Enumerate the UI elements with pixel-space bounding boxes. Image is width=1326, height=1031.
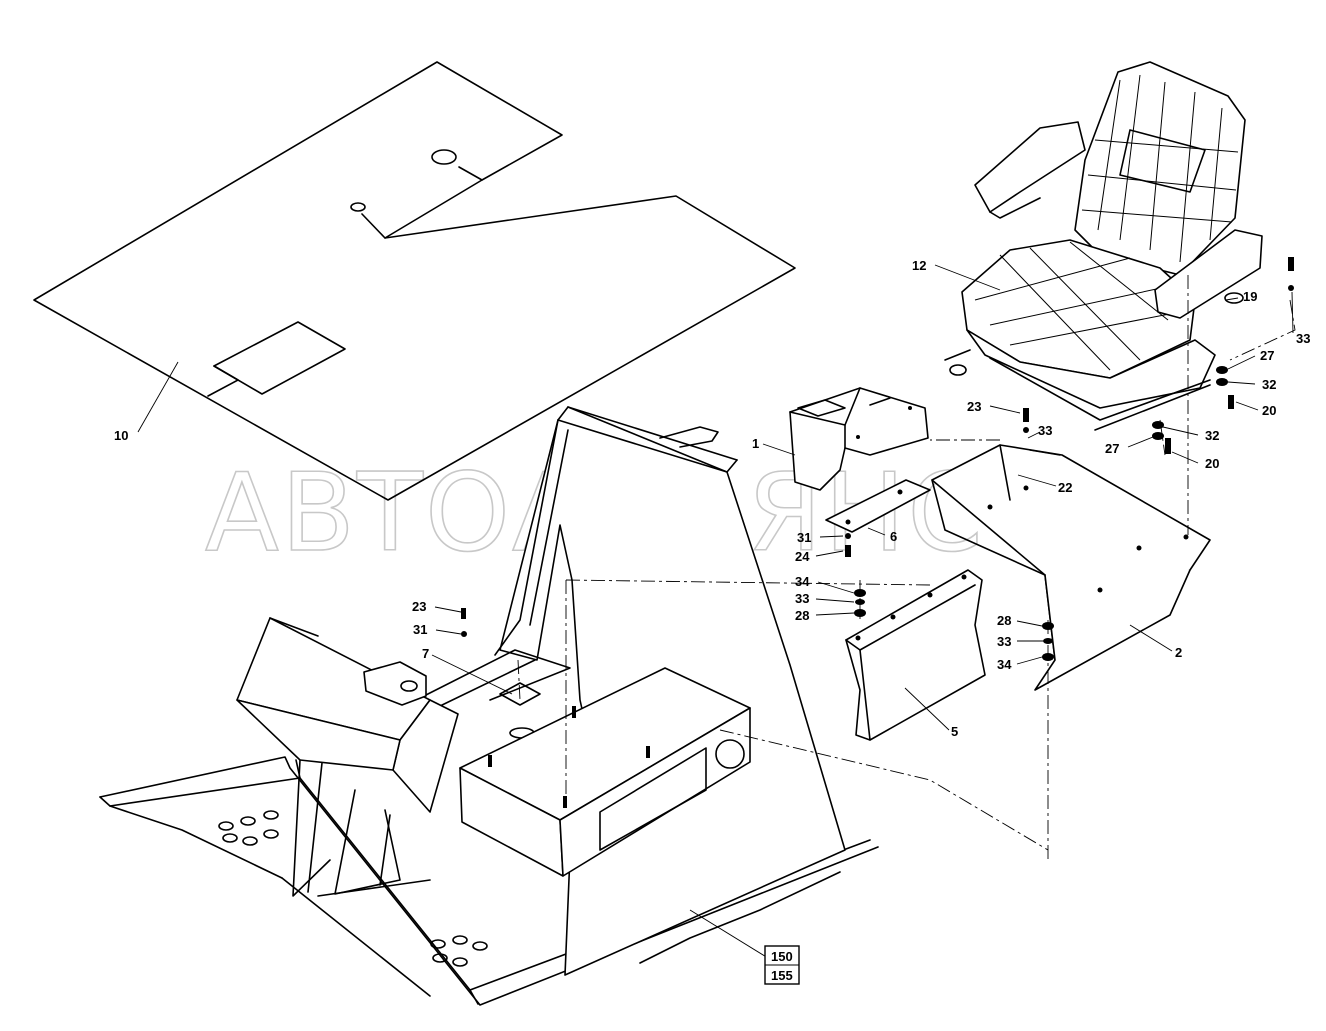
label-20-a: 20: [1262, 403, 1276, 418]
label-23-b: 23: [412, 599, 426, 614]
label-33-c: 33: [795, 591, 809, 606]
label-20-b: 20: [1205, 456, 1219, 471]
console-part-1: [789, 387, 929, 491]
label-32-a: 32: [1262, 377, 1276, 392]
bracket-part-6: [825, 479, 931, 533]
label-28-a: 28: [795, 608, 809, 623]
steering-console: [236, 617, 459, 897]
label-19: 19: [1243, 289, 1257, 304]
label-2: 2: [1175, 645, 1182, 660]
label-31-a: 31: [797, 530, 811, 545]
seat-part-12: [944, 61, 1263, 431]
support-part-5: [845, 569, 986, 741]
label-24: 24: [795, 549, 810, 564]
leader-lines: [137, 264, 1294, 959]
label-34-b: 34: [997, 657, 1012, 672]
reference-155: 155: [771, 968, 793, 983]
label-23-a: 23: [967, 399, 981, 414]
label-10: 10: [114, 428, 128, 443]
label-28-b: 28: [997, 613, 1011, 628]
label-33-d: 33: [997, 634, 1011, 649]
label-33-b: 33: [1038, 423, 1052, 438]
label-27-b: 27: [1105, 441, 1119, 456]
label-22: 22: [1058, 480, 1072, 495]
label-27-a: 27: [1260, 348, 1274, 363]
label-32-b: 32: [1205, 428, 1219, 443]
seat-base-part-2: [931, 444, 1211, 691]
fasteners: [461, 257, 1294, 661]
label-7: 7: [422, 646, 429, 661]
label-33-a: 33: [1296, 331, 1310, 346]
label-31-b: 31: [413, 622, 427, 637]
assembly-lines: [517, 275, 1296, 860]
label-12: 12: [912, 258, 926, 273]
battery-box: [459, 667, 751, 877]
part-labels: 10 12 19 33 27 32 20 23 33 32 27 20 1 22…: [114, 258, 1310, 739]
floor-mat-part-10: [33, 61, 796, 501]
reference-150: 150: [771, 949, 793, 964]
label-1: 1: [752, 436, 759, 451]
label-6: 6: [890, 529, 897, 544]
label-34-a: 34: [795, 574, 810, 589]
label-5: 5: [951, 724, 958, 739]
floor-holes: [218, 810, 488, 967]
reference-box: 150 155: [764, 945, 800, 985]
